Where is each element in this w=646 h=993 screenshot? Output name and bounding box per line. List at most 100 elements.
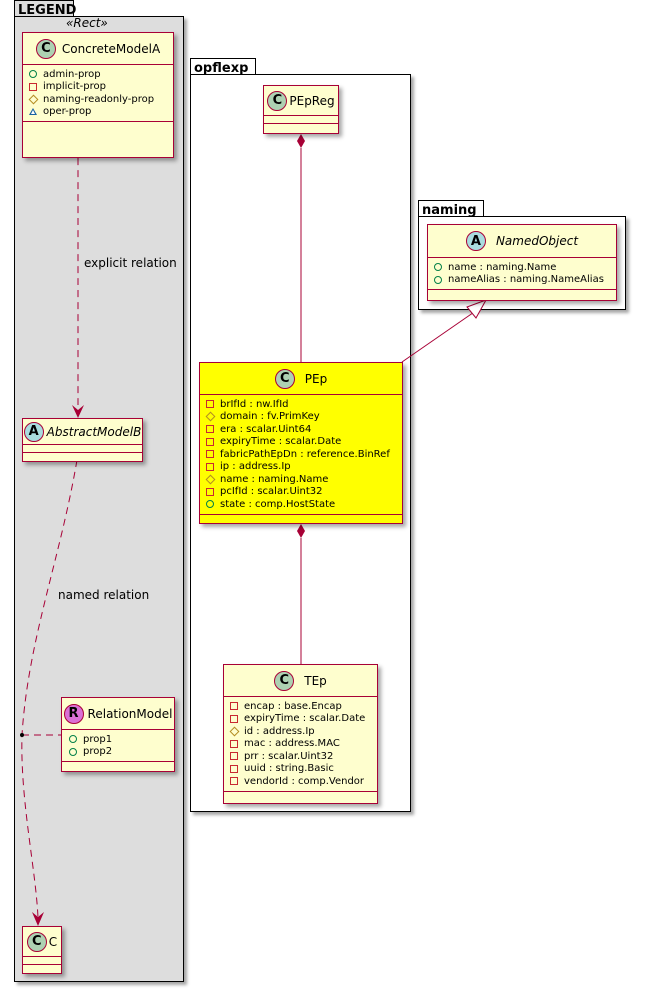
attribute: era : scalar.Uint64: [206, 423, 396, 436]
attribute: ip : address.Ip: [206, 461, 396, 474]
private-icon: [230, 702, 240, 711]
public-icon: [434, 275, 444, 284]
class-header: C PEpReg: [264, 86, 338, 116]
private-icon: [230, 764, 240, 773]
package-tab: naming: [418, 200, 484, 218]
attribute: state : comp.HostState: [206, 498, 396, 511]
protected-icon: [28, 94, 39, 105]
attribute: prop2: [69, 746, 168, 759]
protected-icon: [205, 474, 216, 485]
operation-list: [23, 122, 173, 130]
package-name: LEGEND: [18, 3, 77, 18]
attribute-list: [23, 445, 142, 453]
operation-list: [264, 124, 338, 132]
package-name: naming: [422, 203, 477, 218]
class-header: C ConcreteModelA: [23, 33, 173, 65]
class-name: ConcreteModelA: [61, 41, 161, 56]
package-stereotype: «Rect»: [66, 16, 108, 30]
package-tab: LEGEND: [14, 0, 77, 18]
attribute-list: name : naming.Name nameAlias : naming.Na…: [428, 258, 616, 290]
class-header: R RelationModel: [62, 698, 174, 730]
protected-icon: [229, 726, 240, 737]
private-icon: [230, 739, 240, 748]
attribute: admin-prop: [29, 68, 167, 81]
class-tep[interactable]: C TEp encap : base.Encap expiryTime : sc…: [223, 664, 378, 804]
relation-generalization: [401, 307, 481, 363]
attribute-list: prop1 prop2: [62, 730, 174, 762]
class-concrete-model-a[interactable]: C ConcreteModelA admin-prop implicit-pro…: [22, 32, 174, 158]
public-icon: [29, 70, 39, 79]
class-header: A NamedObject: [428, 225, 616, 258]
operation-list: [428, 290, 616, 298]
attribute-list: brIfId : nw.IfId domain : fv.PrimKey era…: [200, 395, 402, 515]
class-c-icon: C: [274, 368, 295, 389]
class-name: RelationModel: [87, 706, 173, 721]
attribute: naming-readonly-prop: [28, 93, 167, 106]
relation-label: explicit relation: [84, 256, 177, 270]
attribute: id : address.Ip: [229, 725, 371, 738]
private-icon: [29, 82, 39, 91]
public-icon: [69, 747, 79, 756]
attribute: prr : scalar.Uint32: [230, 750, 371, 763]
relation-label: named relation: [58, 588, 150, 602]
class-name: AbstractModelB: [46, 424, 142, 439]
attribute-list: [23, 957, 61, 965]
public-icon: [69, 735, 79, 744]
class-name: NamedObject: [495, 234, 579, 248]
class-c-icon: C: [274, 670, 295, 691]
attribute: brIfId : nw.IfId: [206, 398, 396, 411]
private-icon: [206, 425, 216, 434]
attribute: expiryTime : scalar.Date: [206, 436, 396, 449]
class-c[interactable]: C C: [22, 926, 62, 974]
attribute: encap : base.Encap: [230, 700, 371, 713]
public-icon: [434, 263, 444, 272]
private-icon: [206, 400, 216, 409]
relation-r-icon: R: [63, 703, 84, 724]
class-name: PEpReg: [289, 93, 335, 108]
class-header: C C: [23, 927, 61, 957]
operation-list: [23, 453, 142, 461]
private-icon: [206, 450, 216, 459]
attribute: fabricPathEpDn : reference.BinRef: [206, 448, 396, 461]
public-icon: [206, 500, 216, 509]
package-visibility-icon: [29, 108, 39, 116]
private-icon: [230, 714, 240, 723]
class-header: C TEp: [224, 665, 377, 697]
attribute: vendorId : comp.Vendor: [230, 775, 371, 788]
class-name: PEp: [304, 371, 328, 386]
class-named-object[interactable]: A NamedObject name : naming.Name nameAli…: [427, 224, 617, 301]
attribute: name : naming.Name: [205, 473, 396, 486]
attribute: pcIfId : scalar.Uint32: [206, 486, 396, 499]
abstract-a-icon: A: [23, 421, 44, 442]
attribute-list: admin-prop implicit-prop naming-readonly…: [23, 65, 173, 122]
package-tab: opflexp: [190, 58, 256, 76]
class-name: C: [48, 934, 58, 949]
private-icon: [206, 487, 216, 496]
attribute: uuid : string.Basic: [230, 763, 371, 776]
class-c-icon: C: [267, 90, 288, 111]
operation-list: [23, 965, 61, 973]
attribute-list: [264, 116, 338, 124]
operation-list: [62, 762, 174, 770]
private-icon: [206, 437, 216, 446]
protected-icon: [205, 411, 216, 422]
operation-list: [224, 792, 377, 800]
attribute: name : naming.Name: [434, 261, 610, 274]
attribute-list: encap : base.Encap expiryTime : scalar.D…: [224, 697, 377, 792]
attribute: implicit-prop: [29, 81, 167, 94]
class-abstract-model-b[interactable]: A AbstractModelB: [22, 418, 143, 462]
class-header: C PEp: [200, 363, 402, 395]
private-icon: [230, 777, 240, 786]
class-c-icon: C: [35, 38, 56, 59]
class-pep[interactable]: C PEp brIfId : nw.IfId domain : fv.PrimK…: [199, 362, 403, 524]
package-body: [14, 16, 184, 982]
attribute: oper-prop: [29, 106, 167, 119]
class-relation-model[interactable]: R RelationModel prop1 prop2: [61, 697, 175, 772]
class-header: A AbstractModelB: [23, 419, 142, 445]
class-pepreg[interactable]: C PEpReg: [263, 85, 339, 134]
attribute: domain : fv.PrimKey: [205, 411, 396, 424]
private-icon: [206, 462, 216, 471]
abstract-a-icon: A: [465, 231, 486, 251]
attribute: prop1: [69, 733, 168, 746]
class-name: TEp: [304, 673, 327, 688]
